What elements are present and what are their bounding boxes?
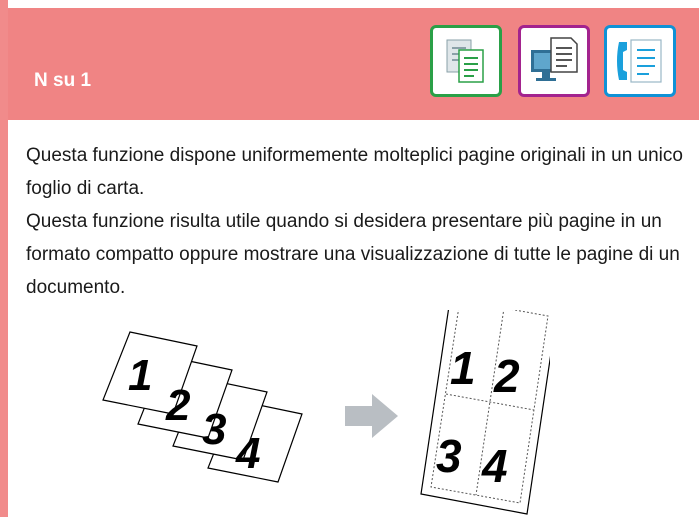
description-paragraph-2: Questa funzione risulta utile quando si …	[26, 211, 680, 298]
copy-icon	[446, 39, 484, 83]
combined-page-3-number: 3	[436, 430, 462, 482]
combined-page-2-number: 2	[493, 350, 520, 402]
original-page-2-number: 2	[165, 381, 191, 430]
fax-mode-button[interactable]	[604, 25, 676, 97]
pc-mode-button[interactable]	[518, 25, 590, 97]
description-paragraph-1: Questa funzione dispone uniformemente mo…	[26, 145, 683, 199]
n-up-illustration: 1 2 3 4 1 2 3 4	[102, 310, 550, 515]
original-page-4-number: 4	[235, 429, 260, 478]
arrow-right-icon	[345, 394, 398, 438]
section-header: N su 1	[8, 8, 699, 120]
combined-page-1-number: 1	[450, 342, 476, 394]
copy-mode-button[interactable]	[430, 25, 502, 97]
computer-document-icon	[531, 37, 578, 81]
left-accent-border	[0, 0, 8, 517]
original-page-3-number: 3	[202, 405, 226, 454]
original-page-1-number: 1	[128, 351, 152, 400]
page-title: N su 1	[34, 70, 92, 91]
combined-page-4-number: 4	[481, 440, 508, 492]
original-page-1	[102, 331, 198, 415]
description: Questa funzione dispone uniformemente mo…	[26, 139, 691, 304]
combined-sheet	[420, 310, 550, 515]
fax-icon	[617, 39, 662, 83]
